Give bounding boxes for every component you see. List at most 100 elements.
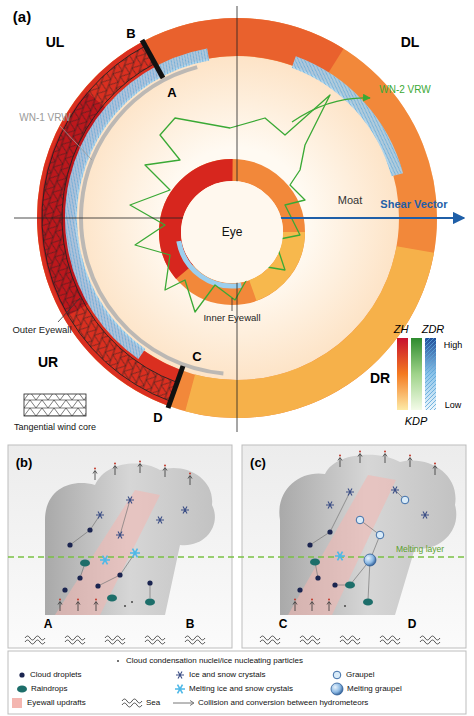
cloud-droplet: [62, 587, 67, 592]
legend-entry: Tangential wind core: [14, 423, 96, 432]
figure-label: ZDR: [422, 324, 445, 335]
figure-label: Outer Eyewall: [12, 325, 71, 335]
reflectivity-core: [0, 0, 474, 465]
legend-symbol: [331, 683, 343, 695]
cloud-droplet: [332, 582, 337, 587]
kdp-colorbar: [411, 338, 422, 410]
legend-text: Ice and snow crystals: [189, 671, 265, 679]
wind-core-edge: [13, 0, 462, 442]
snow-crystal: [346, 489, 354, 496]
figure-label: Inner Eyewall: [203, 313, 260, 323]
figure-label: C: [279, 618, 288, 630]
ccn-particle: [344, 605, 346, 607]
reflectivity-high: [5, 0, 469, 450]
legend-entry: Ice and snow crystals: [189, 671, 265, 679]
legend-text: Cloud condensation nuclei/ice nucleating…: [126, 657, 303, 665]
wind-core-swatch: [24, 394, 86, 416]
cloud-shape: [279, 455, 456, 615]
section-line: [168, 366, 183, 408]
figure-label: High: [444, 341, 463, 350]
figure-label: (b): [16, 456, 33, 469]
node-text: Eye: [222, 225, 243, 239]
sea-symbol: [420, 636, 440, 644]
legend-entry: Graupel: [346, 671, 374, 679]
melting-snow: [335, 552, 345, 561]
figure-label: UR: [38, 355, 58, 369]
legend-entry: Sea: [146, 699, 160, 707]
sea-symbol: [380, 636, 400, 644]
wind-core-edge: [0, 0, 474, 468]
melting-snow: [100, 556, 110, 565]
legend-text: Sea: [146, 699, 160, 707]
legend-text: Eyewall updrafts: [27, 699, 86, 707]
leader-line: [58, 298, 80, 322]
snow-crystal: [156, 517, 164, 524]
legend-text: Melting ice and snow crystals: [189, 685, 293, 693]
legend-text: Collision and conversion between hydrome…: [198, 699, 368, 707]
melting-layer-line: [8, 556, 466, 558]
figure-label: Melting layer: [396, 545, 444, 554]
reflectivity-low: [170, 170, 294, 294]
sea-symbol: [105, 636, 125, 644]
legend-text: Raindrops: [31, 685, 67, 693]
raindrop: [363, 598, 373, 605]
legend-entry: Raindrops: [31, 685, 67, 693]
rising-particle: [327, 599, 331, 612]
ccn-particle: [131, 601, 133, 603]
graupel: [356, 516, 364, 524]
ccn-particle: [124, 605, 126, 607]
cloud-droplet: [67, 542, 72, 547]
rising-particle: [338, 455, 342, 468]
cloud-droplet: [327, 529, 332, 534]
zh-colorbar: [397, 338, 408, 410]
node-text-holder: Eye: [181, 181, 283, 283]
sea-symbol: [65, 636, 85, 644]
zdr-colorbar-hatch: [425, 338, 436, 410]
cloud-droplet: [77, 575, 82, 580]
legend-symbol: [175, 685, 185, 694]
cloud-shape: [45, 463, 215, 615]
snow-crystal: [96, 512, 104, 519]
rising-particle: [138, 461, 142, 474]
eye-circle: Eye: [181, 181, 283, 283]
rising-particle: [408, 455, 412, 468]
figure-label: ZH: [394, 324, 409, 335]
raindrop: [80, 559, 90, 566]
legend-entry: Melting graupel: [347, 685, 402, 693]
figure-label: (c): [250, 456, 266, 469]
figure-label: WN-2 VRW: [379, 85, 430, 95]
zdr-band: [169, 169, 294, 294]
legend-symbol: [17, 685, 27, 692]
zdr-hatch: [6, 0, 468, 449]
figure-label: A: [167, 86, 176, 99]
sea-symbol: [260, 636, 280, 644]
reflectivity-mid: [0, 0, 474, 463]
sea-symbol: [340, 636, 360, 644]
legend-symbol: [19, 672, 24, 677]
snow-crystal: [181, 507, 189, 514]
tangential-wind-core: [0, 0, 474, 455]
figure-label: DR: [370, 371, 390, 385]
eye-fill: [181, 181, 283, 283]
figure-label: KDP: [405, 416, 428, 427]
collision-line: [310, 490, 405, 600]
wn2-pointer: [292, 98, 370, 122]
raindrop: [145, 598, 155, 605]
melting-snow: [130, 549, 140, 558]
cloud-droplet: [297, 587, 302, 592]
legend-text: Melting graupel: [347, 685, 402, 693]
figure-label: (a): [13, 9, 31, 24]
legend-symbol: [173, 701, 194, 706]
wn2-vrw-curve: [130, 95, 330, 312]
figure-label: Low: [445, 401, 462, 410]
figure-label: B: [186, 618, 195, 630]
updraft-band: [288, 475, 396, 615]
rising-particle: [113, 463, 117, 476]
graupel: [401, 496, 409, 504]
sea-symbol: [185, 636, 205, 644]
panel-frame: [8, 445, 232, 648]
figure-label: UL: [46, 35, 65, 49]
legend-symbol: [333, 671, 341, 679]
